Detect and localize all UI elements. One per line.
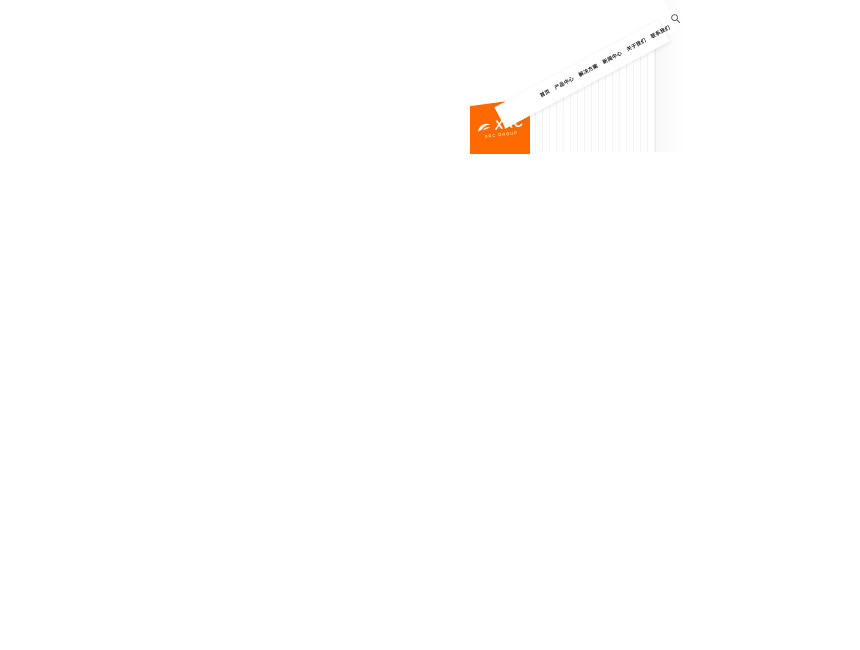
lion-swoosh-icon <box>476 120 492 134</box>
search-button[interactable] <box>668 11 682 25</box>
nav-item-news[interactable]: 新闻中心 <box>601 50 624 66</box>
nav-item-about[interactable]: 关于我们 <box>625 37 648 53</box>
logo-inner: XRC XRC GROUP <box>476 114 525 140</box>
nav-item-products[interactable]: 产品中心 <box>553 75 576 91</box>
nav-item-home[interactable]: 首页 <box>538 88 552 99</box>
search-icon <box>670 13 681 24</box>
nav-item-solutions[interactable]: 解决方案 <box>577 62 600 79</box>
